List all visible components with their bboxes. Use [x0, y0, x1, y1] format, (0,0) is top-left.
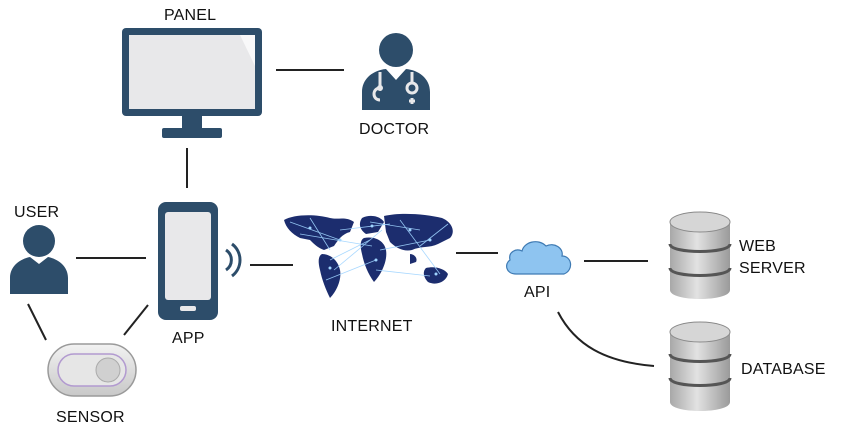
api-label: API [524, 284, 551, 301]
database-icon [668, 321, 732, 411]
web-server-label-line2: SERVER [739, 260, 806, 277]
panel-label: PANEL [164, 7, 217, 24]
monitor-icon [122, 28, 262, 138]
wifi-signal-icon [225, 248, 233, 272]
cloud-icon [506, 241, 572, 275]
web-server-label-line1: WEB [739, 238, 777, 255]
connector-user-sensor [27, 303, 47, 341]
world-map-icon [284, 213, 453, 298]
smartphone-icon [158, 202, 242, 320]
sensor-device-icon [47, 343, 137, 397]
user-label: USER [14, 204, 60, 221]
app-label: APP [172, 330, 205, 347]
web-server-icon [668, 211, 732, 299]
connector-app-sensor [123, 304, 149, 336]
doctor-icon [362, 33, 430, 110]
user-icon [10, 225, 68, 294]
sensor-label: SENSOR [56, 409, 125, 426]
doctor-label: DOCTOR [359, 121, 430, 138]
connector-api-database [557, 311, 655, 367]
internet-label: INTERNET [331, 318, 413, 335]
database-label: DATABASE [741, 361, 826, 378]
